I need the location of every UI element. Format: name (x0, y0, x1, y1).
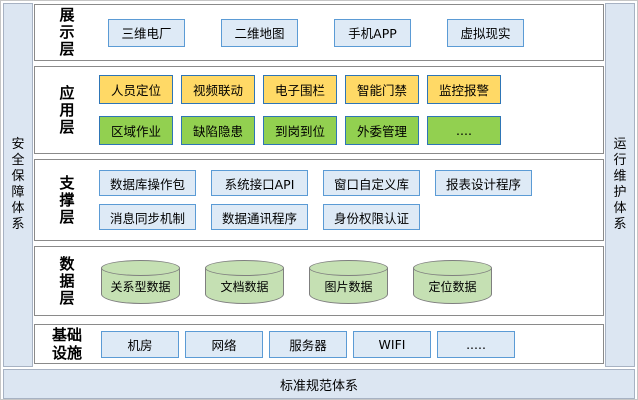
item-box: 三维电厂 (108, 18, 185, 47)
layer-label: 数据层 (35, 247, 99, 315)
item-row: 数据库操作包系统接口API 窗口自定义库报表设计程序 (99, 170, 603, 196)
database-cylinder: 定位数据 (413, 259, 492, 304)
layer-label: 展示层 (35, 5, 99, 60)
item-box: 缺陷隐患 (181, 116, 255, 145)
layer-label: 基础设施 (35, 325, 99, 363)
item-box: 网络 (185, 330, 263, 358)
item-row: 人员定位视频联动电子围栏智能门禁监控报警 (99, 75, 603, 104)
item-box: 视频联动 (181, 75, 255, 104)
item-row: 三维电厂 二维地图 手机APP 虚拟现实 (99, 18, 603, 47)
item-row: 区域作业缺陷隐患到岗到位外委管理.... (99, 116, 603, 145)
database-cylinder: 文档数据 (205, 259, 284, 304)
pillar-standards-label: 标准规范体系 (279, 378, 358, 394)
layer-label: 支撑层 (35, 160, 99, 240)
item-box: .... (427, 116, 501, 145)
layer-label-text: 展示层 (59, 6, 75, 58)
layer-data: 数据层 关系型数据 文档数据 图片数据 定位数据 (34, 246, 604, 316)
layer-label-text: 数据层 (59, 254, 75, 307)
layer-items: 三维电厂 二维地图 手机APP 虚拟现实 (99, 5, 603, 60)
item-box: 机房 (101, 330, 179, 358)
item-box: 虚拟现实 (447, 18, 524, 47)
item-box: 手机APP (334, 18, 411, 47)
cylinder-label: 定位数据 (428, 280, 477, 294)
pillar-operations-label: 运行维护体系 (613, 137, 627, 232)
layer-label-text: 应用层 (59, 83, 75, 136)
item-box: 报表设计程序 (435, 170, 532, 196)
item-box: 二维地图 (221, 18, 298, 47)
item-box: 系统接口API (211, 170, 308, 196)
item-box: 消息同步机制 (99, 204, 196, 230)
item-box: WIFI (353, 330, 431, 358)
layer-label-text: 基础设施 (51, 326, 82, 362)
item-box: 监控报警 (427, 75, 501, 104)
pillar-security-label: 安全保障体系 (11, 137, 25, 232)
layer-presentation: 展示层 三维电厂 二维地图 手机APP 虚拟现实 (34, 4, 604, 61)
item-row: 关系型数据 文档数据 图片数据 定位数据 (99, 259, 603, 304)
layer-label: 应用层 (35, 67, 99, 153)
pillar-security: 安全保障体系 (3, 3, 33, 367)
item-box: 人员定位 (99, 75, 173, 104)
item-box: 区域作业 (99, 116, 173, 145)
item-box: 电子围栏 (263, 75, 337, 104)
database-cylinder: 图片数据 (309, 259, 388, 304)
layer-label-text: 支撑层 (59, 173, 75, 226)
item-box: 外委管理 (345, 116, 419, 145)
database-cylinder: 关系型数据 (101, 259, 180, 304)
item-box: 窗口自定义库 (323, 170, 420, 196)
pillar-standards: 标准规范体系 (3, 369, 635, 399)
item-box: 智能门禁 (345, 75, 419, 104)
item-box: 身份权限认证 (323, 204, 420, 230)
cylinder-label: 图片数据 (324, 280, 373, 294)
item-box: ..... (437, 330, 515, 358)
item-box: 数据库操作包 (99, 170, 196, 196)
layer-support: 支撑层 数据库操作包系统接口API 窗口自定义库报表设计程序消息同步机制数据通讯程… (34, 159, 604, 241)
pillar-operations: 运行维护体系 (605, 3, 635, 367)
item-box: 到岗到位 (263, 116, 337, 145)
layer-items: 数据库操作包系统接口API 窗口自定义库报表设计程序消息同步机制数据通讯程序身份权… (99, 160, 603, 240)
layer-items: 关系型数据 文档数据 图片数据 定位数据 (99, 247, 603, 315)
cylinder-label: 关系型数据 (110, 280, 171, 294)
layer-items: 人员定位视频联动电子围栏智能门禁监控报警区域作业缺陷隐患到岗到位外委管理.... (99, 67, 603, 153)
item-row: 消息同步机制数据通讯程序身份权限认证 (99, 204, 603, 230)
layer-application: 应用层 人员定位视频联动电子围栏智能门禁监控报警区域作业缺陷隐患到岗到位外委管理… (34, 66, 604, 154)
item-box: 服务器 (269, 330, 347, 358)
cylinder-label: 文档数据 (220, 280, 269, 294)
item-box: 数据通讯程序 (211, 204, 308, 230)
